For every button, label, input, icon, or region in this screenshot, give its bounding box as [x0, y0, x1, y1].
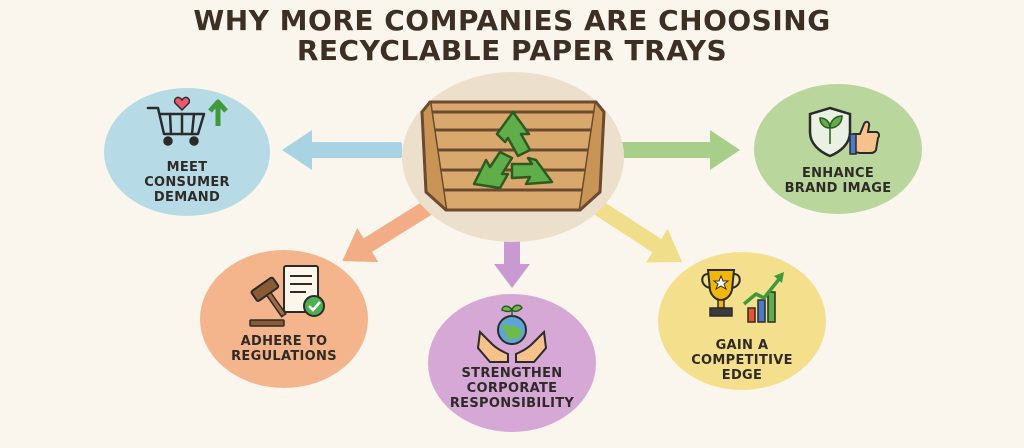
trophy-growth-chart-icon — [701, 269, 784, 323]
arrow-to-competitive-edge — [587, 197, 683, 263]
title-line-2: RECYCLABLE PAPER TRAYS — [296, 34, 728, 67]
shield-thumbs-up-icon — [808, 106, 881, 158]
benefit-responsibility: STRENGTHEN CORPORATE RESPONSIBILITY — [428, 294, 596, 432]
shopping-cart-heart-icon — [146, 96, 228, 146]
benefit-label-brand-image: ENHANCE BRAND IMAGE — [784, 166, 892, 196]
benefit-label-regulations: ADHERE TO REGULATIONS — [231, 334, 337, 364]
benefit-consumer-demand: MEET CONSUMER DEMAND — [104, 88, 270, 216]
benefit-label-competitive-edge: GAIN A COMPETITIVE EDGE — [691, 338, 793, 383]
center-circle — [402, 72, 624, 242]
arrow-to-brand-image — [620, 130, 740, 170]
arrow-to-responsibility — [494, 240, 530, 288]
arrow-to-consumer-demand — [282, 130, 402, 170]
benefit-label-consumer-demand: MEET CONSUMER DEMAND — [144, 160, 230, 205]
hands-globe-icon — [476, 304, 548, 363]
benefit-brand-image: ENHANCE BRAND IMAGE — [754, 84, 922, 214]
recycle-paper-tray-icon — [420, 100, 606, 212]
benefit-competitive-edge: GAIN A COMPETITIVE EDGE — [658, 252, 826, 390]
benefit-regulations: ADHERE TO REGULATIONS — [200, 250, 368, 388]
benefit-label-responsibility: STRENGTHEN CORPORATE RESPONSIBILITY — [449, 366, 575, 411]
gavel-document-icon — [249, 265, 325, 327]
title-line-1: WHY MORE COMPANIES ARE CHOOSING — [193, 4, 831, 37]
arrow-to-regulations — [342, 197, 438, 263]
